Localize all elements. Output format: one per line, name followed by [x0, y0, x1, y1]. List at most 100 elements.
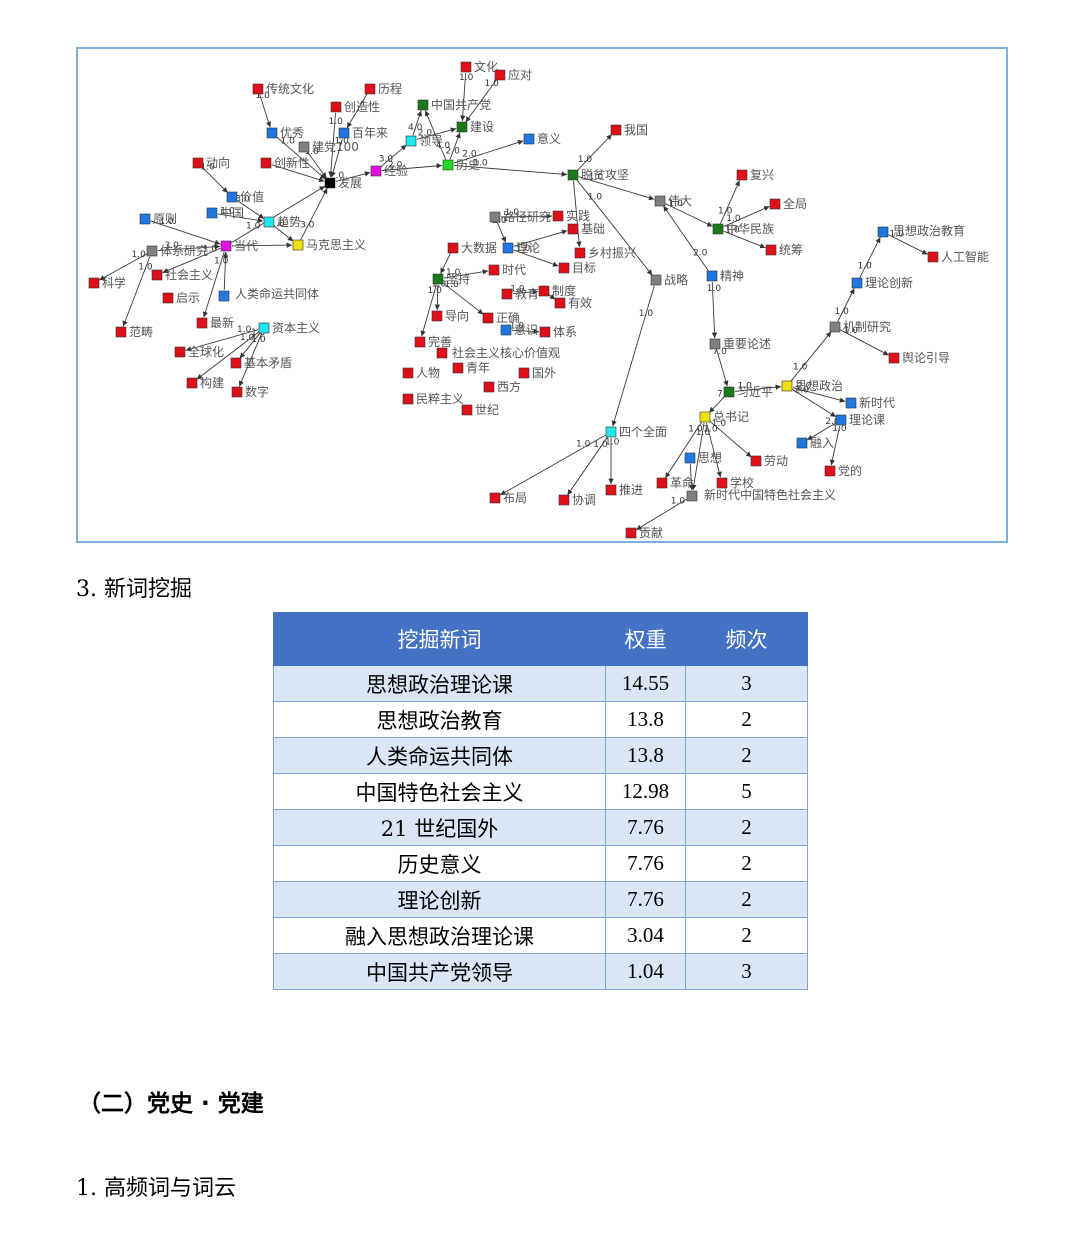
cell-word: 人类命运共同体: [273, 737, 606, 774]
network-node-label: 党的: [838, 463, 862, 478]
network-node-label: 人工智能: [941, 249, 989, 264]
network-node-shuzi: [231, 386, 243, 398]
network-node-xinshidaizhongguo: [686, 490, 698, 502]
edge-weight-label: 2.0: [795, 386, 810, 396]
network-node-label: 经验: [384, 163, 408, 178]
edge-weight-label: 2.0: [797, 381, 812, 391]
network-node-label: 创造性: [344, 100, 380, 114]
network-node-label: 基础: [581, 222, 605, 236]
network-edge: [273, 225, 294, 242]
network-node-chuangzao: [330, 101, 342, 113]
edge-weight-label: 1.0: [605, 438, 620, 448]
network-node-yishi: [500, 324, 512, 336]
network-node-zhonggong: [417, 99, 429, 111]
network-node-label: 最新: [210, 315, 234, 330]
column-header-new-word: 挖掘新词: [273, 612, 606, 666]
network-node-bainian: [338, 127, 350, 139]
network-node-dangdai: [220, 240, 232, 252]
edge-weight-label: 1.0: [428, 286, 443, 296]
network-edge: [888, 234, 928, 255]
network-node-label: 推进: [619, 483, 643, 497]
edge-weight-label: 1.0: [707, 284, 722, 294]
network-edge: [162, 247, 221, 274]
network-node-label: 四个全面: [619, 424, 667, 439]
edge-weight-label: 1.0: [639, 309, 654, 319]
cell-frequency: 2: [685, 845, 808, 882]
network-node-jiandang: [298, 141, 310, 153]
network-edge: [236, 199, 265, 220]
network-node-zhidu: [538, 285, 550, 297]
network-node-sixiangjiaoyu: [877, 226, 889, 238]
edge-weight-label: 2.0: [388, 161, 403, 171]
network-node-label: 应对: [508, 67, 532, 82]
network-edge: [424, 110, 447, 160]
network-node-zhanlue: [650, 274, 662, 286]
network-node-quanju: [769, 198, 781, 210]
network-edge: [706, 422, 722, 478]
network-node-label: 完善: [428, 334, 452, 349]
cell-weight: 7.76: [605, 809, 686, 846]
network-node-label: 资本主义: [272, 321, 320, 335]
network-node-jizhi: [829, 321, 841, 333]
network-edge: [708, 396, 726, 413]
network-node-label: 基本矛盾: [244, 356, 292, 370]
network-edge: [231, 242, 293, 248]
edge-weight-label: 1.0: [246, 221, 261, 231]
network-node-label: 全球化: [188, 344, 224, 359]
network-node-label: 贡献: [639, 525, 663, 540]
network-edge: [573, 180, 582, 248]
network-node-kexue: [88, 277, 100, 289]
network-node-lujing: [489, 211, 501, 223]
network-node-fazhan: [324, 177, 336, 189]
edge-weight-label: 1.0: [201, 163, 216, 173]
cell-word: 历史意义: [273, 845, 606, 882]
network-edge: [99, 253, 147, 281]
edge-weight-label: 1.0: [688, 425, 703, 435]
network-edge: [239, 332, 261, 359]
network-edge: [499, 434, 607, 496]
network-edge: [829, 425, 841, 466]
network-edge: [791, 388, 837, 418]
network-node-label: 学校: [730, 475, 754, 490]
edge-weight-label: 1.0: [305, 147, 320, 157]
edge-weight-label: 1.0: [505, 208, 520, 218]
network-node-jingshen: [706, 270, 718, 282]
network-node-mubiao: [558, 262, 570, 274]
edge-weight-label: 1.0: [329, 117, 344, 127]
network-node-jingyan: [370, 165, 382, 177]
edge-weight-label: 3.0: [165, 241, 180, 251]
edge-weight-label: 1.0: [251, 335, 266, 345]
network-node-label: 领导: [419, 134, 443, 148]
network-node-label: 西方: [497, 379, 521, 394]
cell-weight: 7.76: [605, 881, 686, 918]
network-node-label: 革命: [670, 475, 694, 490]
edge-weight-label: 1.0: [712, 419, 727, 429]
section-heading-party-history: （二）党史 · 党建: [78, 1091, 264, 1117]
edge-weight-label: 2.0: [825, 417, 840, 427]
edge-weight-label: 1.0: [858, 261, 873, 271]
network-node-dangde: [824, 465, 836, 477]
network-node-label: 融入: [810, 436, 834, 450]
network-node-jiazhi: [226, 191, 238, 203]
network-edge: [578, 176, 655, 201]
network-node-dashuju: [447, 242, 459, 254]
network-node-label: 协调: [572, 492, 596, 507]
edge-weight-label: 1.0: [578, 155, 593, 165]
network-node-label: 原则: [153, 212, 177, 226]
network-node-label: 导向: [445, 308, 469, 323]
cell-weight: 13.8: [605, 701, 686, 738]
cell-frequency: 2: [685, 701, 808, 738]
network-edge: [723, 230, 766, 249]
edge-weight-label: 1.0: [576, 440, 591, 450]
edge-weight-label: 1.0: [696, 428, 711, 438]
edge-weight-label: 1.0: [793, 362, 808, 372]
network-node-rongru: [796, 437, 808, 449]
network-node-label: 思想政治: [795, 378, 843, 393]
cell-frequency: 2: [685, 809, 808, 846]
network-node-wenhua: [460, 61, 472, 73]
edge-weight-label: 2.0: [693, 248, 708, 258]
network-edge: [859, 237, 881, 278]
network-node-hexinjiazhi: [436, 347, 448, 359]
network-edge: [513, 249, 559, 267]
